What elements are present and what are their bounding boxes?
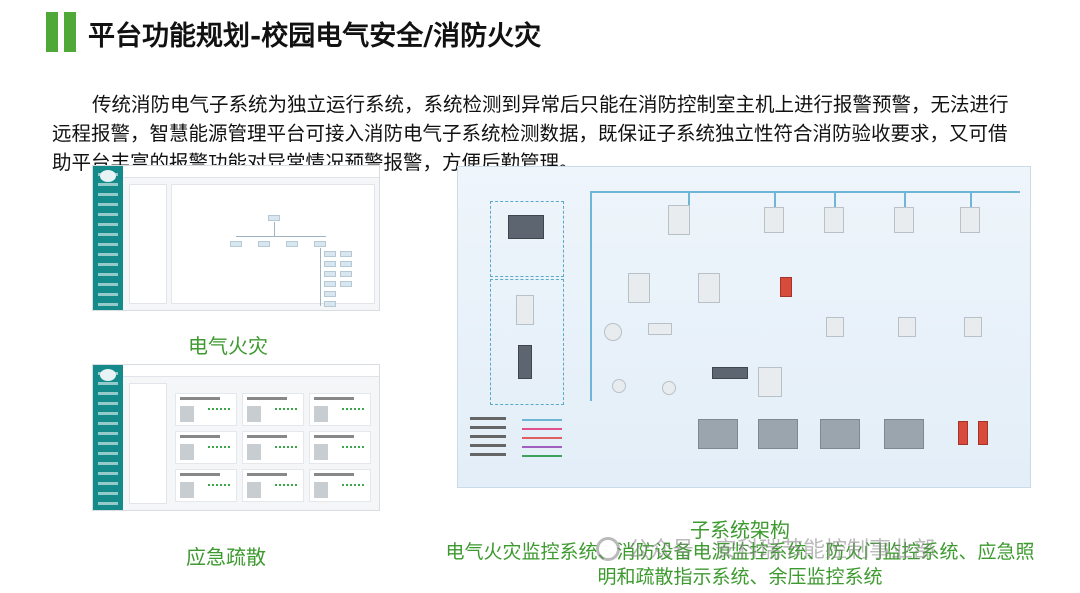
evacuation-screenshot <box>92 364 380 511</box>
page-title: 平台功能规划-校园电气安全/消防火灾 <box>88 21 542 52</box>
device-card <box>309 431 371 464</box>
evacuation-label: 应急疏散 <box>186 545 266 569</box>
controller-icon <box>894 207 914 233</box>
power-monitor-icon <box>628 273 650 303</box>
device-card <box>175 393 237 426</box>
controller-icon <box>764 207 784 233</box>
bus-line <box>590 191 1020 193</box>
device-card <box>242 393 304 426</box>
screenshot-topbar <box>123 365 379 377</box>
hydrant-icon <box>958 421 968 445</box>
bus-line <box>590 191 592 401</box>
device-card <box>242 469 304 502</box>
screenshot-sidebar <box>93 166 123 310</box>
device-card-grid <box>175 393 371 502</box>
controller-icon <box>960 207 980 233</box>
control-room-box <box>490 201 564 277</box>
device-card <box>175 469 237 502</box>
diagram-legend <box>470 415 570 460</box>
architecture-description: 电气火灾监控系统、消防设备电源监控系统、防火门监控系统、应急照明和疏散指示系统、… <box>445 541 1035 588</box>
screenshot-sidebar <box>93 365 123 510</box>
site-photo <box>884 419 924 449</box>
screenshot-topbar <box>123 166 379 178</box>
title-accent-bar <box>46 12 58 52</box>
wechat-icon <box>596 537 620 561</box>
device-card <box>309 393 371 426</box>
title-accent-bar <box>64 12 76 52</box>
architecture-diagram <box>457 166 1031 488</box>
exit-sign-icon <box>712 367 748 379</box>
architecture-title: 子系统架构 <box>690 518 790 542</box>
logo-icon <box>100 369 116 381</box>
watermark-text: 公众号 · 安科瑞节能控制事业部 <box>628 538 935 563</box>
device-card <box>309 469 371 502</box>
host-cabinet-icon <box>516 295 534 325</box>
lamp-icon <box>612 379 626 393</box>
site-photo <box>758 419 798 449</box>
host-cabinet-icon <box>518 345 532 379</box>
hydrant-icon <box>978 421 988 445</box>
electrical-fire-label: 电气火灾 <box>188 334 268 358</box>
screenshot-tree-panel <box>129 184 167 304</box>
fire-door-module-icon <box>780 277 792 297</box>
device-card <box>242 431 304 464</box>
sensor-icon <box>964 317 982 337</box>
power-monitor-icon <box>698 273 720 303</box>
panel-icon <box>758 367 782 397</box>
site-photo <box>820 419 860 449</box>
fire-control-room-box <box>490 279 564 405</box>
detector-icon <box>648 323 672 335</box>
watermark: 公众号 · 安科瑞节能控制事业部 <box>596 532 935 563</box>
screenshot-tree-panel <box>129 383 167 504</box>
lamp-icon <box>662 381 676 395</box>
controller-icon <box>824 207 844 233</box>
sensor-icon <box>898 317 916 337</box>
site-photo <box>698 419 738 449</box>
intro-paragraph: 传统消防电气子系统为独立运行系统，系统检测到异常后只能在消防控制室主机上进行报警… <box>52 93 1009 174</box>
topology-view <box>171 184 375 307</box>
detector-icon <box>604 323 622 341</box>
workstation-icon <box>508 215 544 239</box>
title-bar: 平台功能规划-校园电气安全/消防火灾 <box>0 12 1080 52</box>
logo-icon <box>100 170 116 182</box>
controller-icon <box>668 205 690 235</box>
device-card <box>175 431 237 464</box>
electrical-fire-screenshot <box>92 165 380 311</box>
panel-icon <box>826 317 844 337</box>
